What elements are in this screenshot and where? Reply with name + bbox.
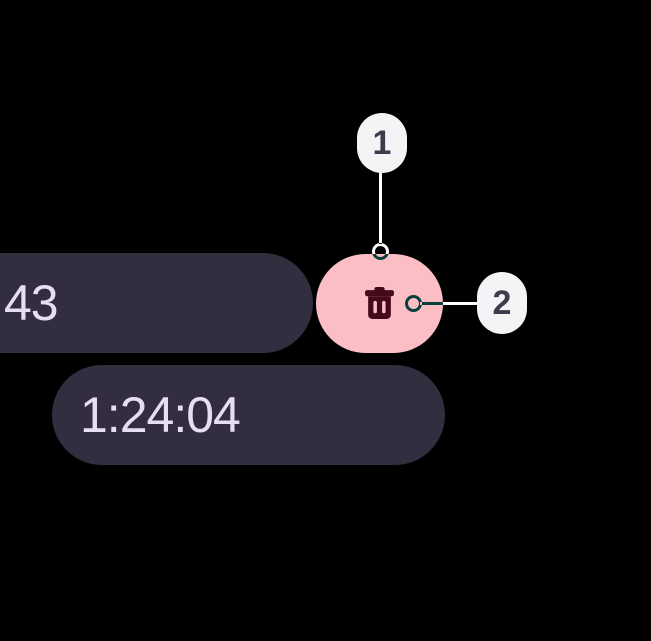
annotation-1-connector-line: [379, 170, 382, 244]
annotation-2-label: 2: [477, 272, 527, 334]
annotation-2-connector-ring: [405, 295, 422, 312]
total-time-text: 1:24:04: [80, 387, 241, 443]
annotation-2-connector-line: [420, 302, 477, 305]
trash-icon: [365, 287, 394, 320]
annotation-1-label: 1: [357, 113, 407, 173]
lap-time-text: 43: [4, 275, 59, 331]
lap-time-pill: 43: [0, 253, 313, 353]
annotation-1-connector-ring: [372, 243, 389, 260]
total-time-pill: 1:24:04: [52, 365, 445, 465]
